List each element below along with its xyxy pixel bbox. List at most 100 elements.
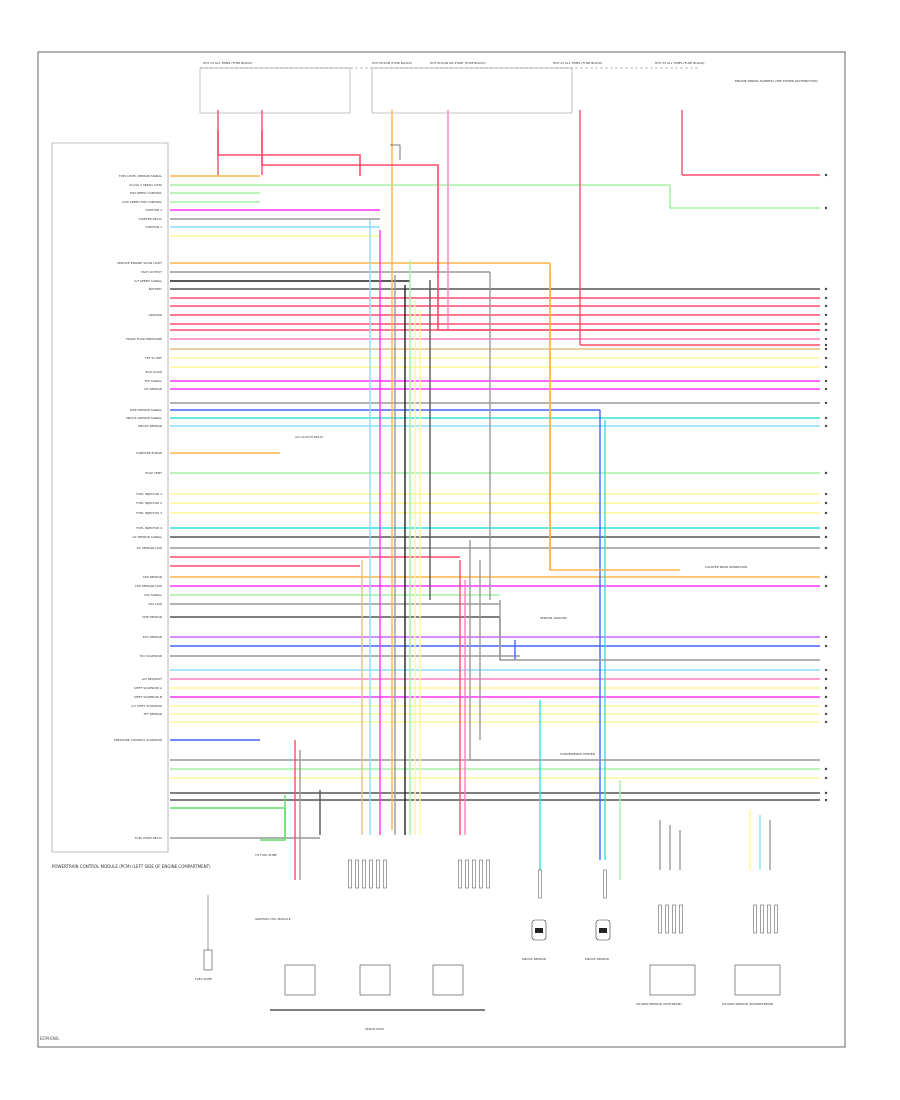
terminal-dot [824, 644, 828, 648]
terminal-dot [824, 296, 828, 300]
fuel-pump-component: FUEL PUMP [195, 895, 213, 981]
ecm-pin-label: EGR VALVE [146, 370, 163, 374]
ignition-coil-component: IGNITION COIL MODULE SPLICE PACK [255, 917, 485, 1031]
side-note-4: CONVENIENCE CENTER [560, 752, 595, 756]
top-right-note: ENGINE WIRING HARNESS (SEE POWER DISTRIB… [735, 79, 818, 83]
terminal-dot [824, 776, 828, 780]
terminal-dot [824, 206, 828, 210]
ecm-module-label: POWERTRAIN CONTROL MODULE (PCM) (LEFT SI… [52, 864, 211, 869]
terminal-dot [824, 635, 828, 639]
terminal-dot [824, 379, 828, 383]
ecm-pin-label: BATTERY [149, 287, 162, 291]
o2-upstream-label: OXYGEN SENSOR (UPSTREAM) [636, 1002, 682, 1006]
ignition-coil-label: IGNITION COIL MODULE [255, 917, 291, 921]
oxygen-sensor-downstream: OXYGEN SENSOR (DOWNSTREAM) [722, 964, 781, 1006]
top-component-5: HOT AT ALL TIMES (FUSE BLOCK) [655, 61, 704, 65]
knock-sensor-1: KNOCK SENSOR [522, 919, 547, 961]
connector-pin [679, 904, 683, 934]
ecm-pin-label: TRANS FLUID PRESSURE [125, 337, 162, 341]
ecm-pin-label: SHIFT SOLENOID B [134, 695, 162, 699]
top-component-3: HOT IN RUN OR START (FUSE BLOCK) [430, 61, 486, 65]
connector-pin [376, 859, 380, 889]
ecm-pin-label: TPS 5V REF [144, 356, 162, 360]
wire-path [217, 130, 361, 176]
top-component-4: HOT AT ALL TIMES (FUSE BLOCK) [553, 61, 602, 65]
top-component-2: HOT IN RUN (FUSE BLOCK) [372, 61, 412, 65]
terminal-dot [824, 535, 828, 539]
terminal-dot [824, 401, 828, 405]
wire-path [390, 144, 401, 160]
terminal-dot [824, 686, 828, 690]
fuel-pump-label: FUEL PUMP [195, 977, 212, 981]
side-note-3: LOCATED NEAR GENERATOR [705, 565, 747, 569]
terminal-dot [824, 356, 828, 360]
terminal-dot [824, 767, 828, 771]
footer-code: ECM-ENG [40, 1036, 59, 1041]
splice-pack-label: SPLICE PACK [365, 1027, 385, 1031]
fuse-block-outline-1 [199, 67, 351, 114]
connector-pin [479, 859, 483, 889]
side-note-2: A/C CLUTCH RELAY [295, 435, 323, 439]
terminal-dot [824, 416, 828, 420]
terminal-dot [824, 798, 828, 802]
ecm-pin-label: O2 SENSOR SIGNAL [132, 535, 162, 539]
ecm-pin-label: PRESSURE CONTROL SOLENOID [114, 738, 163, 742]
ecm-pin-label: SHIFT SOLENOID A [134, 686, 163, 690]
ecm-pin-label: VSS LOW [148, 602, 162, 606]
ecm-pin-label: CKP SENSOR [143, 575, 162, 579]
ecm-pin-label: LOW SPEED FAN CONTROL [122, 200, 162, 204]
ecm-pin-label: STARTER RELAY [138, 217, 162, 221]
ecm-pin-label: FAN SPEED CONTROL [130, 191, 162, 195]
terminal-dot [824, 712, 828, 716]
terminal-dot [824, 347, 828, 351]
terminal-dot [824, 575, 828, 579]
ecm-pin-label: FUEL PUMP RELAY [135, 836, 162, 840]
oxygen-sensor-upstream: OXYGEN SENSOR (UPSTREAM) [636, 964, 696, 1006]
diagram-frame [37, 51, 846, 1048]
ecm-pin-label: IGNITION 1 [145, 208, 162, 212]
ecm-pin-label: CKP SENSOR LOW [135, 584, 162, 588]
terminal-dot [824, 526, 828, 530]
ecm-pin-label: FUEL LEVEL SENSOR SIGNAL [119, 174, 162, 178]
ecm-pin-label: CLASS 2 SERIAL DATA [129, 183, 163, 187]
terminal-dot [824, 677, 828, 681]
terminal-dot [824, 668, 828, 672]
ecm-pin-label: TACH OUTPUT [140, 270, 162, 274]
connector-pin [458, 859, 462, 889]
ecm-pin-label: FUEL INJECTOR 4 [136, 526, 162, 530]
ecm-pin-label: SERVICE ENGINE SOON LIGHT [117, 261, 162, 265]
connector-pin [538, 869, 542, 899]
ecm-pin-label: ECT SENSOR [143, 635, 162, 639]
connector-pin [767, 904, 771, 934]
ecm-pin-label: TPS SIGNAL [143, 379, 162, 383]
knock-sensor-2: KNOCK SENSOR [585, 919, 611, 961]
terminal-dot [824, 424, 828, 428]
connector-pin [658, 904, 662, 934]
ecm-pin-label: 3-2 SHIFT SOLENOID [131, 704, 163, 708]
terminal-dot [824, 511, 828, 515]
connector-pin [383, 859, 387, 889]
connector-pin [774, 904, 778, 934]
terminal-dot [824, 584, 828, 588]
connector-pin [369, 859, 373, 889]
ecm-pin-label: TCC SOLENOID [139, 654, 163, 658]
terminal-dot [824, 322, 828, 326]
terminal-dot [824, 471, 828, 475]
knock-sensor-1-label: KNOCK SENSOR [522, 957, 546, 961]
terminal-dot [824, 313, 828, 317]
ecm-pin-label: TFT SENSOR [142, 712, 162, 716]
terminal-dot [824, 173, 828, 177]
side-note-5: TO FUEL PUMP [254, 853, 277, 857]
ecm-pin-label: IGNITION 1 [145, 225, 162, 229]
connector-pin [760, 904, 764, 934]
ecm-module-outline [51, 142, 169, 853]
ecm-pin-label: CMP SENSOR [142, 615, 162, 619]
ecm-pin-label: FUEL INJECTOR 1 [136, 492, 162, 496]
terminal-dot [824, 328, 828, 332]
connector-pin [672, 904, 676, 934]
ecm-pin-label: EVAP VENT [145, 471, 162, 475]
wire-path [549, 263, 680, 571]
terminal-dot [824, 343, 828, 347]
wire-path [261, 130, 820, 331]
connector-pin [355, 859, 359, 889]
